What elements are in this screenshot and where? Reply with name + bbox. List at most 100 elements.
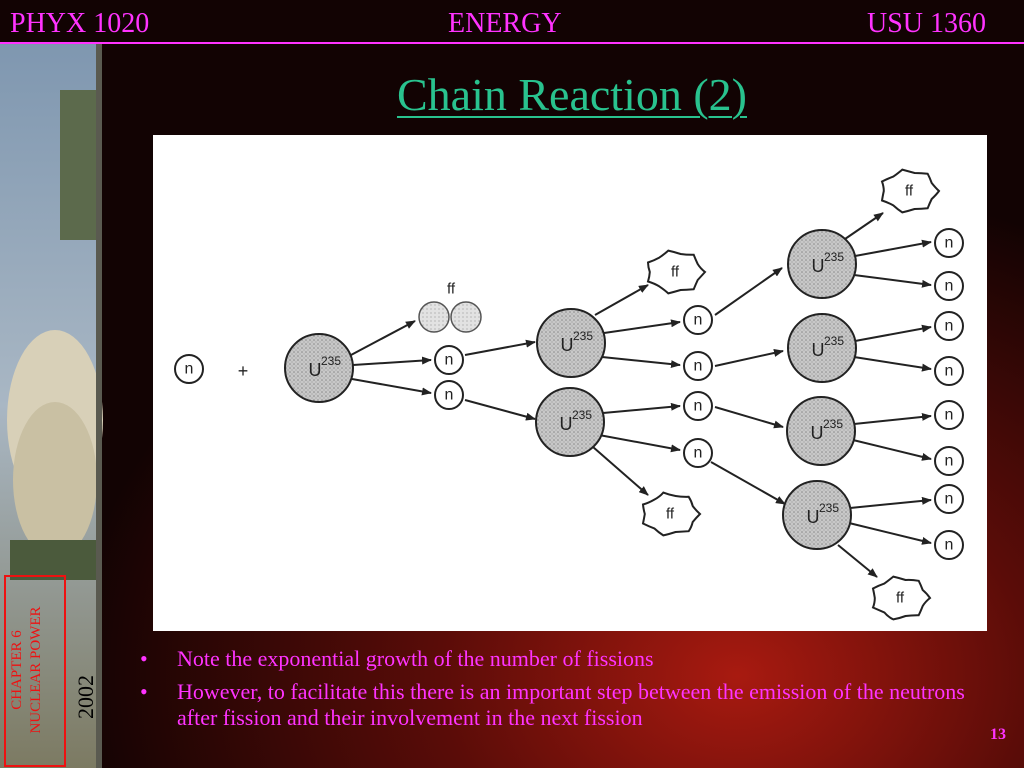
- neutron-label: n: [185, 361, 194, 378]
- bullet-text: Note the exponential growth of the numbe…: [177, 646, 654, 671]
- chapter-number: CHAPTER 6: [8, 577, 27, 763]
- neutron: n: [175, 355, 203, 383]
- small-fragment: [419, 302, 449, 332]
- slide-title: Chain Reaction (2): [0, 70, 1024, 121]
- neutron-label: n: [945, 407, 954, 424]
- fission-fragment: ff: [882, 170, 939, 213]
- fragment-label: ff: [671, 264, 680, 281]
- arrow: [599, 435, 680, 450]
- course-code: PHYX 1020: [10, 10, 149, 38]
- uranium-superscript: 235: [824, 334, 844, 348]
- bullet-item: • Note the exponential growth of the num…: [140, 646, 1000, 672]
- neutron: n: [684, 352, 712, 380]
- chapter-label: CHAPTER 6 NUCLEAR POWER: [8, 577, 66, 763]
- arrow: [715, 268, 782, 315]
- uranium-nucleus: U235: [536, 388, 604, 456]
- arrow: [603, 406, 680, 413]
- neutron: n: [435, 381, 463, 409]
- chapter-box: CHAPTER 6 NUCLEAR POWER: [4, 575, 66, 767]
- neutron: n: [435, 346, 463, 374]
- uranium-superscript: 235: [572, 408, 592, 422]
- arrow: [853, 440, 931, 459]
- neutron-label: n: [945, 491, 954, 508]
- neutron-label: n: [945, 537, 954, 554]
- neutron: n: [935, 312, 963, 340]
- header-topic: ENERGY: [448, 10, 562, 38]
- uranium-label: U: [812, 256, 825, 276]
- header-course-number: USU 1360: [867, 10, 986, 38]
- chain-reaction-diagram: n+U235ffnnU235U235ffffnnnnU235U235U235U2…: [153, 135, 987, 631]
- uranium-superscript: 235: [819, 501, 839, 515]
- uranium-label: U: [309, 360, 322, 380]
- arrow: [595, 285, 648, 315]
- neutron: n: [935, 531, 963, 559]
- uranium-nucleus: U235: [787, 397, 855, 465]
- uranium-label: U: [807, 507, 820, 527]
- fission-fragment: ff: [648, 251, 705, 294]
- neutron: n: [684, 439, 712, 467]
- uranium-superscript: 235: [321, 354, 341, 368]
- neutron-label: n: [945, 318, 954, 335]
- neutron: n: [935, 485, 963, 513]
- fission-fragment: ff: [873, 577, 930, 620]
- bullet-item: • However, to facilitate this there is a…: [140, 679, 1000, 731]
- neutron-label: n: [694, 398, 703, 415]
- arrow: [604, 322, 680, 333]
- arrow: [850, 500, 931, 508]
- arrow: [465, 400, 535, 419]
- arrow: [602, 357, 680, 365]
- uranium-nucleus: U235: [537, 309, 605, 377]
- uranium-nucleus: U235: [783, 481, 851, 549]
- uranium-nucleus: U235: [285, 334, 353, 402]
- uranium-label: U: [811, 423, 824, 443]
- arrow: [855, 242, 931, 256]
- neutron-label: n: [694, 312, 703, 329]
- arrow: [711, 462, 785, 504]
- arrow: [351, 321, 415, 355]
- neutron-label: n: [694, 358, 703, 375]
- arrow: [593, 447, 648, 495]
- header-divider: [0, 42, 1024, 44]
- uranium-nucleus: U235: [788, 230, 856, 298]
- uranium-nucleus: U235: [788, 314, 856, 382]
- plus-sign: +: [238, 361, 249, 381]
- uranium-label: U: [812, 340, 825, 360]
- arrow: [838, 545, 877, 577]
- arrow: [855, 327, 931, 341]
- fragment-label: ff: [666, 506, 675, 523]
- bullet-text: However, to facilitate this there is an …: [177, 679, 965, 730]
- reaction-nodes: n+U235ffnnU235U235ffffnnnnU235U235U235U2…: [175, 170, 963, 620]
- slide-header: PHYX 1020 ENERGY USU 1360: [0, 0, 1024, 44]
- bullet-marker: •: [140, 679, 148, 705]
- arrow: [845, 213, 883, 239]
- small-fragment: [451, 302, 481, 332]
- page-number: 13: [990, 726, 1006, 744]
- arrow: [715, 351, 783, 366]
- fragment-label: ff: [905, 183, 914, 200]
- arrow: [352, 379, 431, 393]
- neutron-label: n: [945, 363, 954, 380]
- arrow: [715, 407, 783, 427]
- neutron: n: [935, 447, 963, 475]
- neutron: n: [935, 229, 963, 257]
- neutron-label: n: [945, 278, 954, 295]
- arrow: [854, 275, 931, 285]
- bullet-list: • Note the exponential growth of the num…: [140, 646, 1000, 738]
- neutron: n: [935, 357, 963, 385]
- fragment-label: ff: [447, 281, 456, 298]
- arrow: [465, 342, 535, 355]
- bullet-marker: •: [140, 646, 148, 672]
- arrow: [854, 357, 931, 369]
- neutron: n: [935, 401, 963, 429]
- fission-fragment: ff: [643, 493, 700, 536]
- neutron: n: [684, 306, 712, 334]
- neutron-label: n: [445, 352, 454, 369]
- uranium-label: U: [560, 414, 573, 434]
- year-label: 2002: [73, 667, 101, 727]
- neutron-label: n: [945, 453, 954, 470]
- uranium-label: U: [561, 335, 574, 355]
- neutron: n: [684, 392, 712, 420]
- neutron: n: [935, 272, 963, 300]
- chapter-name: NUCLEAR POWER: [27, 577, 46, 763]
- chain-reaction-svg: n+U235ffnnU235U235ffffnnnnU235U235U235U2…: [153, 135, 987, 631]
